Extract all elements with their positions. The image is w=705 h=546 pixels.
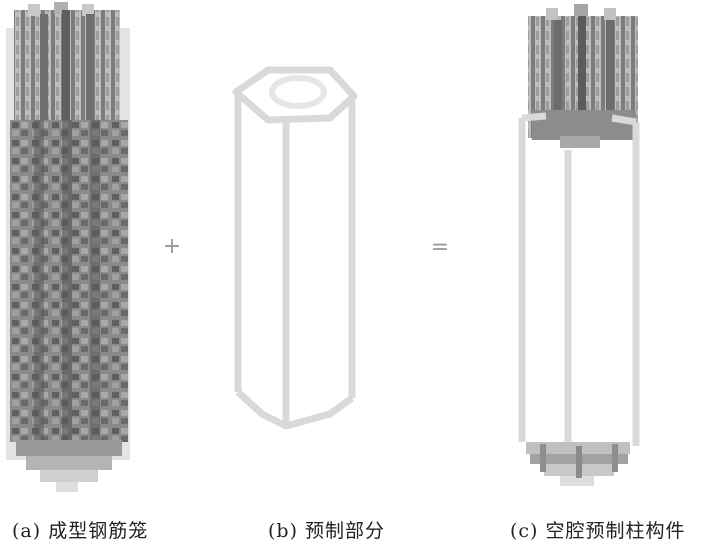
rebar-cage-bottom (16, 440, 122, 492)
rebar-cage-illustration (6, 2, 130, 492)
column-cage-bottom (526, 442, 630, 486)
rebar-cage-top (14, 2, 120, 122)
caption-precast-part: (b) 预制部分 (268, 520, 386, 542)
column-shell (518, 112, 640, 462)
precast-shell-illustration (232, 66, 358, 430)
plus-operator: + (163, 234, 181, 259)
caption-formed-rebar-cage: (a) 成型钢筋笼 (12, 520, 149, 542)
svg-text:+: + (163, 234, 181, 259)
caption-hollow-precast-column: (c) 空腔预制柱构件 (510, 520, 686, 542)
equals-operator: = (431, 235, 449, 260)
column-cage-top (528, 4, 638, 148)
hollow-column-illustration (518, 4, 640, 486)
svg-text:=: = (431, 235, 449, 260)
